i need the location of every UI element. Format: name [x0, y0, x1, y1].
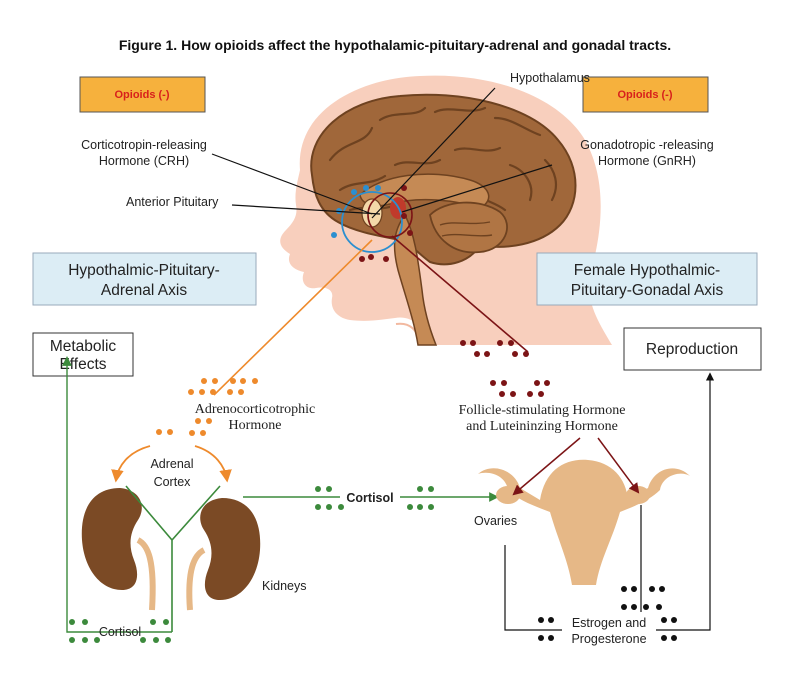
opioid-left-label: Opioids (-) — [115, 89, 170, 101]
leader-lines — [211, 87, 553, 219]
gnrh-label-line2: Hormone (GnRH) — [598, 154, 696, 168]
metabolic-effects-box: Metabolic Effects — [32, 332, 134, 377]
acth-dots — [156, 378, 258, 436]
hpg-axis-box: Female Hypothalmic- Pituitary-Gonadal Ax… — [536, 252, 758, 306]
cortisol-label-bg — [340, 488, 400, 506]
fsh-arrow-left-ovary — [512, 437, 581, 496]
cortisol-bottom-dots — [69, 619, 171, 643]
ovaries-label: Ovaries — [474, 514, 517, 528]
adrenal-label-line1: Adrenal — [150, 457, 193, 471]
adrenal-label-line2: Cortex — [154, 475, 192, 489]
anterior-pituitary-label: Anterior Pituitary — [126, 195, 219, 209]
fsh-lh-dots — [460, 340, 550, 397]
hpg-axis-line1: Female Hypothalmic- — [574, 262, 720, 279]
estrogen-dots — [538, 586, 677, 641]
estrogen-label-line1: Estrogen and — [572, 616, 646, 630]
crh-label-line2: Hormone (CRH) — [99, 154, 189, 168]
adrenal-arrow-right — [194, 445, 232, 483]
hypothalamus-label: Hypothalamus — [510, 71, 590, 85]
figure-title: Figure 1. How opioids affect the hypotha… — [119, 37, 671, 53]
gnrh-label-line1: Gonadotropic -releasing — [580, 138, 713, 152]
hpa-axis-box: Hypothalmic-Pituitary- Adrenal Axis — [32, 252, 257, 306]
kidneys-label: Kidneys — [262, 579, 306, 593]
acth-label-line2: Hormone — [229, 418, 282, 433]
fsh-arrow-right-ovary — [597, 437, 640, 494]
hpa-axis-line1: Hypothalmic-Pituitary- — [68, 262, 220, 279]
opioid-box-left: Opioids (-) — [79, 76, 206, 113]
gnrh-pathway-line — [391, 235, 529, 353]
metabolic-line1: Metabolic — [50, 338, 117, 355]
reproduction-label: Reproduction — [646, 341, 738, 358]
hpg-axis-line2: Pituitary-Gonadal Axis — [571, 282, 724, 299]
adrenal-arrow-left — [111, 445, 151, 483]
cortisol-center-dots — [315, 486, 434, 510]
fsh-lh-label-line2: and Luteininzing Hormone — [466, 419, 618, 434]
pituitary-region — [341, 191, 413, 253]
adrenal-green-lines — [125, 485, 221, 632]
reproduction-box: Reproduction — [623, 327, 762, 371]
cortisol-bottom-label: Cortisol — [99, 625, 141, 639]
opioid-right-label: Opioids (-) — [618, 89, 673, 101]
opioid-box-right: Opioids (-) — [582, 76, 709, 113]
hpa-axis-line2: Adrenal Axis — [101, 282, 187, 299]
acth-pathway-line — [213, 239, 373, 396]
estrogen-label-line2: Progesterone — [571, 632, 646, 646]
cortisol-center-label: Cortisol — [346, 491, 393, 505]
crh-label-line1: Corticotropin-releasing — [81, 138, 207, 152]
metabolic-feedback-arrow — [62, 356, 172, 633]
kidneys — [81, 488, 261, 611]
estrogen-label-bg — [562, 612, 656, 648]
acth-label-line1: Adrenocorticotrophic — [195, 402, 316, 417]
fsh-lh-label-line1: Follicle-stimulating Hormone — [459, 403, 626, 418]
